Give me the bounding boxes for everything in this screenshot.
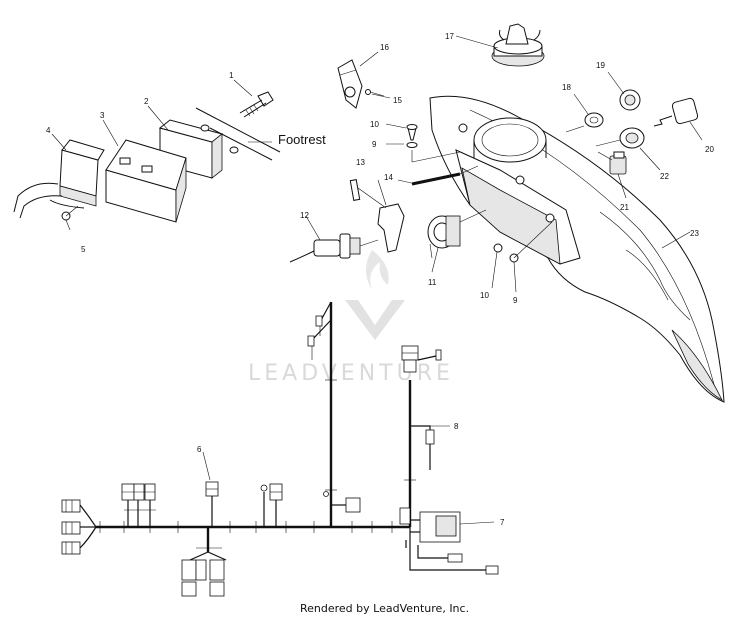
- ignition-switch-part: [289, 233, 379, 263]
- mount-bracket-part: [105, 139, 187, 223]
- clip-part: [597, 151, 627, 175]
- callout-21: 21: [620, 203, 629, 212]
- connector-right-lower: [405, 527, 499, 575]
- watermark-flame-icon: [366, 250, 389, 290]
- connector-left-lower: [61, 526, 97, 555]
- footrest-edge-line: [195, 107, 281, 153]
- callout-16: 16: [380, 43, 389, 52]
- connector-left-upper: [61, 499, 97, 528]
- connector-cluster-bottom: [181, 547, 227, 597]
- key-switch-part: [427, 209, 487, 273]
- callout-9b: 9: [513, 296, 518, 305]
- watermark: LEADVENTURE: [248, 250, 454, 386]
- release-rod-part: [397, 165, 479, 186]
- rivet-part: [406, 124, 461, 163]
- wiring-harness: 6 8 7: [61, 301, 505, 597]
- watermark-text: LEADVENTURE: [248, 361, 454, 386]
- callout-4: 4: [46, 126, 51, 135]
- nut-part: [565, 112, 604, 133]
- callout-10a: 10: [370, 120, 379, 129]
- grommet-part: [619, 89, 641, 111]
- connector-right-top: [401, 345, 442, 373]
- callout-7: 7: [500, 518, 505, 527]
- tail-light-assembly: 1 2 3 4 5 Footrest: [13, 71, 326, 254]
- callout-23: 23: [690, 229, 699, 238]
- callout-19: 19: [596, 61, 605, 70]
- bolt-part: [239, 91, 274, 118]
- rivet-part: [491, 221, 553, 293]
- opening-ring-part: [473, 117, 547, 163]
- connector-6: [202, 451, 219, 527]
- callout-5: 5: [81, 245, 86, 254]
- callout-8: 8: [454, 422, 459, 431]
- connector-7: [399, 507, 495, 543]
- callout-14: 14: [384, 173, 393, 182]
- connector-cluster-middle: [260, 483, 283, 527]
- washer-part: [406, 142, 418, 148]
- callout-18: 18: [562, 83, 571, 92]
- callout-10b: 10: [480, 291, 489, 300]
- key-part: [653, 97, 699, 127]
- watermark-logo-icon: [345, 300, 405, 340]
- callout-11: 11: [428, 278, 437, 287]
- rear-fender-assembly: 17 16 15 10 9 13 14 12 11 10 9 18 19 20 …: [289, 23, 725, 403]
- callout-3: 3: [100, 111, 105, 120]
- connector-cluster-left: [121, 483, 156, 527]
- mounting-bracket-part: [337, 59, 363, 109]
- footer-credit: Rendered by LeadVenture, Inc.: [300, 602, 469, 615]
- callout-1: 1: [229, 71, 234, 80]
- callout-6: 6: [197, 445, 202, 454]
- connector-left-middle: [61, 521, 96, 535]
- footrest-label: Footrest: [278, 132, 326, 147]
- callout-20: 20: [705, 145, 714, 154]
- screw-part: [61, 205, 79, 221]
- connector-vertical-base: [323, 491, 361, 513]
- callout-2: 2: [144, 97, 149, 106]
- callout-17: 17: [445, 32, 454, 41]
- fuel-cap-part: [491, 23, 545, 67]
- connector-8: [410, 425, 450, 470]
- callout-9a: 9: [372, 140, 377, 149]
- lock-ring-part: [595, 127, 645, 149]
- callout-12: 12: [300, 211, 309, 220]
- callout-22: 22: [660, 172, 669, 181]
- latch-part: [349, 179, 405, 253]
- connector-cluster-top: [307, 301, 332, 360]
- callout-13: 13: [356, 158, 365, 167]
- screw-part: [365, 89, 385, 97]
- tail-light-part: [13, 139, 105, 219]
- callout-15: 15: [393, 96, 402, 105]
